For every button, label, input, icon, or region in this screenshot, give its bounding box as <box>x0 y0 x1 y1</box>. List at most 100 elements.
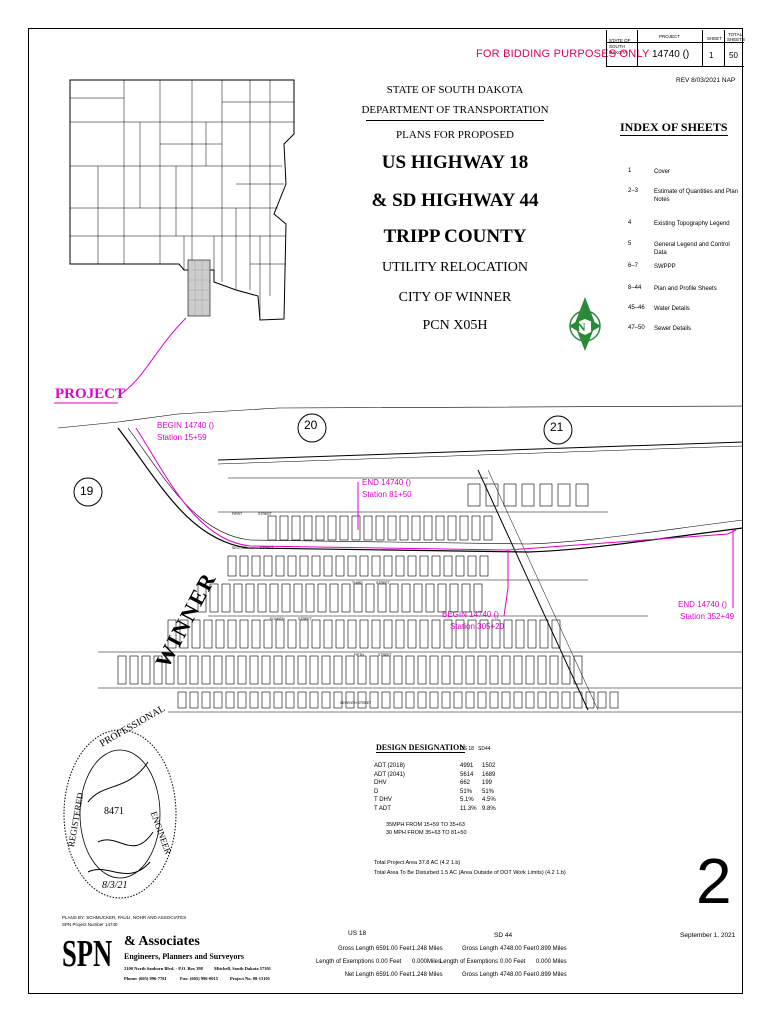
design-row-us18: 4991 <box>460 763 474 769</box>
design-row-us18: 662 <box>460 780 471 787</box>
street-label: FIRST <box>232 512 243 516</box>
title-department: DEPARTMENT OF TRANSPORTATION <box>361 104 549 116</box>
design-row-label: D <box>374 788 379 795</box>
design-row-us18: 51% <box>460 788 473 795</box>
index-sheet-description: Cover <box>654 169 671 175</box>
sheet-value: 1 <box>709 51 714 60</box>
index-sheet-description: SWPPP <box>654 264 676 270</box>
design-row-label: T DHV <box>374 797 392 804</box>
index-sheet-number: 5 <box>628 241 632 247</box>
end2-station: Station 352+49 <box>680 612 735 621</box>
index-sheet-number: 6–7 <box>628 263 639 269</box>
company-address: 2100 North Sanborn Blvd. - P.O. Box 398 <box>124 966 203 971</box>
sd44-length-feet: 4748.00 Feet <box>500 972 536 978</box>
plans-by: PLANS BY: SCHMUCKER, PAULI, NOHR AND ASS… <box>62 915 187 920</box>
begin2-station: Station 305+20 <box>450 622 505 631</box>
total-label: SHEETS <box>727 37 746 42</box>
seal-number: 8471 <box>104 806 124 817</box>
company-fax: Fax: (605) 996-0015 <box>180 976 218 981</box>
sd44-length-label: Gross Length <box>461 946 498 952</box>
street-label: FIFTH <box>354 653 364 657</box>
sd44-length-miles: 0.899 Miles <box>536 946 567 952</box>
street-label: STREET <box>376 581 390 585</box>
title-plans: PLANS FOR PROPOSED <box>396 129 514 141</box>
design-row-us18: 5.1% <box>460 797 474 804</box>
plan-date: September 1, 2021 <box>680 932 736 939</box>
company-phone: Phone: (605) 996-7761 <box>124 976 167 981</box>
sheet-border <box>28 28 743 994</box>
index-sheet-description: Estimate of Quantities and Plan Notes <box>654 189 739 203</box>
city-map <box>57 405 743 713</box>
index-sheet-description: Water Details <box>654 306 690 312</box>
index-sheet-number: 4 <box>628 220 632 226</box>
sd44-length-feet: 0.00 Feet <box>500 959 526 965</box>
design-row-sd44: 9.8% <box>482 806 496 812</box>
street-label: SECOND <box>232 546 247 550</box>
index-sheet-number: 2–3 <box>628 188 639 194</box>
total-label: TOTAL <box>728 32 743 37</box>
project-value: 14740 () <box>652 49 690 60</box>
hwy-20-label: 20 <box>304 418 318 432</box>
index-sheet-number: 8–44 <box>628 285 642 291</box>
us18-length-feet: 0.00 Feet <box>376 959 402 965</box>
street-label: STREET <box>378 653 392 657</box>
north-letter: N <box>577 320 586 334</box>
sheet-big-number: 2 <box>696 845 732 917</box>
index-sheet-description: Existing Topography Legend <box>654 221 730 227</box>
title-us18: US HIGHWAY 18 <box>381 152 529 173</box>
project-label: PROJECT <box>659 34 681 39</box>
title-county: TRIPP COUNTY <box>383 226 527 247</box>
company-tagline: Engineers, Planners and Surveyors <box>124 952 245 961</box>
seal-date: 8/3/21 <box>102 880 128 891</box>
design-row-label: ADT (2018) <box>374 763 405 769</box>
total-disturbed-area: Total Area To Be Disturbed 1.5 AC (Area … <box>374 870 566 876</box>
company-city: Mitchell, South Dakota 57301 <box>214 966 272 971</box>
total-value: 50 <box>729 51 738 60</box>
index-sheet-number: 47–50 <box>628 325 645 331</box>
revision-note: REV 8/03/2021 NAP <box>676 77 736 84</box>
sheet-label: SHEET <box>707 36 723 41</box>
begin1-label: BEGIN 14740 () <box>157 421 214 430</box>
us18-length-title: US 18 <box>348 930 367 937</box>
us18-length-label: Gross Length <box>337 946 374 952</box>
end1-label: END 14740 () <box>362 478 411 487</box>
title-pcn: PCN X05H <box>422 318 488 333</box>
design-row-label: DHV <box>374 780 387 787</box>
design-row-sd44: 51% <box>482 788 495 795</box>
design-row-us18: 11.3% <box>460 806 477 812</box>
index-sheet-description: Plan and Profile Sheets <box>654 286 717 292</box>
title-rule <box>366 120 544 121</box>
engineer-seal <box>63 729 177 899</box>
index-sheet-description: General Legend and Control Data <box>654 242 730 256</box>
hwy-21-label: 21 <box>550 420 564 434</box>
state-label: STATE OF <box>609 38 631 43</box>
title-city: CITY OF WINNER <box>398 290 512 305</box>
us18-length-miles: 0.000Miles <box>412 959 442 965</box>
state-county-map <box>69 79 295 321</box>
design-title: DESIGN DESIGNATION <box>376 743 465 753</box>
design-row-sd44: 1689 <box>482 771 496 778</box>
end2-label: END 14740 () <box>678 600 727 609</box>
us18-length-label: Net Length <box>344 972 374 978</box>
title-sd44: & SD HIGHWAY 44 <box>371 190 539 211</box>
index-sheet-number: 1 <box>628 168 632 174</box>
us18-length-feet: 6591.00 Feet <box>376 946 412 952</box>
street-label: STREET <box>258 512 272 516</box>
state-label: DAKOTA <box>609 50 628 55</box>
total-project-area: Total Project Area 37.8 AC (4.2 1.b) <box>374 860 461 866</box>
company-project-number: Project No. 08-13101 <box>230 976 271 981</box>
north-arrow-icon <box>569 297 601 351</box>
street-label: FOURTH <box>270 617 285 621</box>
company-name: & Associates <box>124 934 200 949</box>
index-sheet-number: 45–46 <box>628 305 645 311</box>
sd44-length-label: Length of Exemptions <box>439 959 498 965</box>
project-label: PROJECT <box>55 386 126 402</box>
company-logo: SPN <box>62 933 113 975</box>
sd44-length-feet: 4748.00 Feet <box>500 946 536 952</box>
index-sheet-description: Sewer Details <box>654 326 692 332</box>
design-row-label: T ADT <box>374 806 391 812</box>
bidding-note: FOR BIDDING PURPOSES ONLY <box>476 48 650 60</box>
title-state: STATE OF SOUTH DAKOTA <box>386 84 524 96</box>
design-speed1: 35MPH FROM 15+59 TO 35+63 <box>386 822 465 828</box>
design-row-sd44: 199 <box>482 780 493 787</box>
